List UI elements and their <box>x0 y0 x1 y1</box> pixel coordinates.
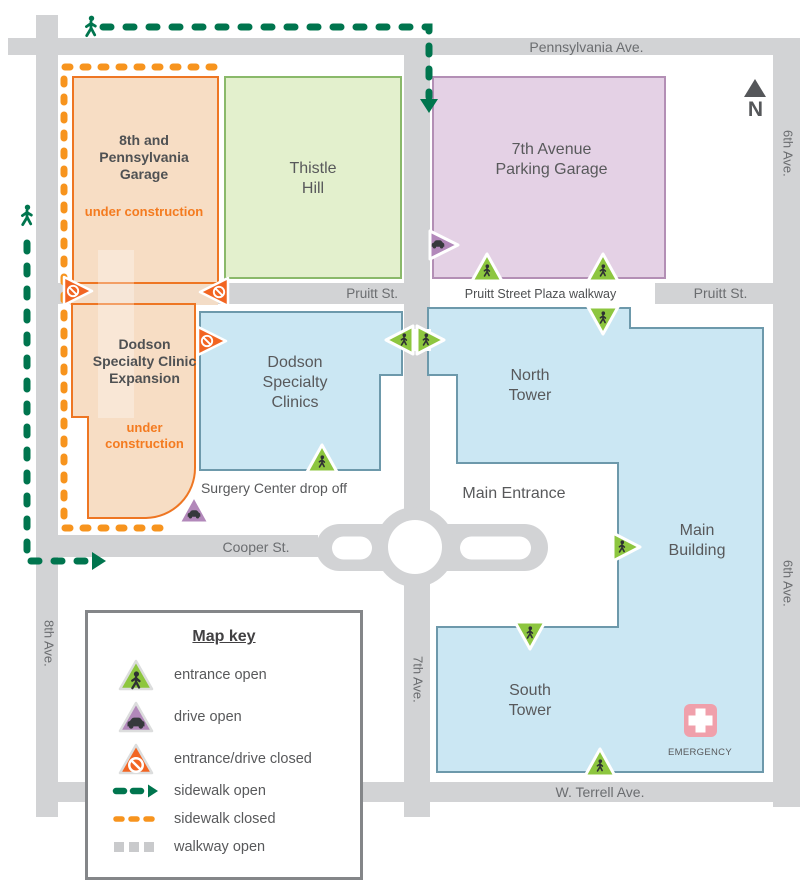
label-surgery-dropoff: Surgery Center drop off <box>200 480 348 496</box>
label-main-entrance: Main Entrance <box>462 485 566 502</box>
entrance-drive-closed-icon-pruitt-west <box>62 275 94 307</box>
label-emergency: EMERGENCY <box>668 747 732 758</box>
entrance-open-icon-crossing-west <box>384 324 415 356</box>
covered-walkway-strip <box>98 250 134 418</box>
walkway-open-icon <box>110 841 162 853</box>
key-label-walkway-open: walkway open <box>174 839 266 855</box>
entrance-drive-closed-icon-pruitt-east <box>198 276 230 308</box>
street-6th-ave <box>773 55 800 807</box>
key-row-entrance-drive-closed: entrance/drive closed <box>88 740 360 777</box>
emergency-cross-icon <box>684 704 717 737</box>
street-label-6th-ave-bottom: 6th Ave. <box>780 560 796 607</box>
map-key-title: Map key <box>192 628 256 645</box>
key-label-sidewalk-closed: sidewalk closed <box>174 811 276 827</box>
main-entrance-roundabout <box>316 507 548 587</box>
entrance-drive-closed-icon-expansion-east <box>196 325 228 357</box>
key-row-sidewalk-closed: sidewalk closed <box>88 811 360 827</box>
building-label-clinic-expansion: Dodson Specialty Clinic Expansion <box>92 336 197 386</box>
drive-open-icons <box>177 229 460 525</box>
building-clinic-expansion <box>71 303 196 519</box>
entrance-open-icon-north-tower-top <box>586 305 620 336</box>
building-main-complex <box>427 307 764 773</box>
label-plaza-walkway: Pruitt Street Plaza walkway <box>464 287 617 301</box>
building-label-dodson-clinics: Dodson Specialty Clinics <box>262 354 328 411</box>
key-label-entrance-open: entrance open <box>174 666 267 683</box>
building-label-thistle-hill: Thistle Hill <box>289 160 337 197</box>
entrance-open-icon-south-tower-south <box>583 747 617 778</box>
key-row-drive-open: drive open <box>88 698 360 735</box>
sidewalk-arrow-down-icon <box>420 99 438 113</box>
building-7th-ave-garage <box>432 76 666 279</box>
street-8th-ave <box>36 15 58 817</box>
building-label-north-tower: North Tower <box>508 367 552 404</box>
street-label-8th-ave: 8th Ave. <box>41 620 57 667</box>
building-label-main-building: Main Building <box>668 522 726 559</box>
map-key-panel: Map key entrance open drive open <box>85 610 363 880</box>
entrance-open-icon-crossing-east <box>415 324 446 356</box>
street-pruitt-east <box>655 283 800 304</box>
street-7th-ave <box>404 55 430 817</box>
key-label-sidewalk-open: sidewalk open <box>174 783 266 799</box>
walking-person-left-icon <box>20 203 33 227</box>
street-label-cooper: Cooper St. <box>222 539 290 555</box>
entrance-open-icon-dodson-south <box>305 443 339 474</box>
street-cooper <box>36 535 318 557</box>
status-label-8th-penn-garage: under construction <box>84 204 204 219</box>
closed-icons <box>62 275 230 357</box>
building-label-south-tower: South Tower <box>508 682 552 719</box>
sidewalk-arrow-right-icon <box>92 552 106 570</box>
drive-open-icon-garage7 <box>428 229 460 261</box>
construction-zone-street-strip <box>70 283 218 305</box>
key-row-entrance-open: entrance open <box>88 656 360 693</box>
drive-open-icon <box>110 698 162 735</box>
entrance-drive-closed-icon <box>110 740 162 777</box>
entrance-open-icon-main-west <box>611 531 642 563</box>
entrance-open-icons <box>305 252 642 778</box>
entrance-open-icon-south-tower-top <box>513 620 547 651</box>
compass-north-label: N <box>747 98 764 121</box>
sidewalk-open-path-top <box>99 23 433 101</box>
street-label-6th-ave-top: 6th Ave. <box>780 130 796 177</box>
key-row-sidewalk-open: sidewalk open <box>88 783 360 799</box>
street-label-pruitt-west: Pruitt St. <box>346 286 398 301</box>
street-label-pennsylvania: Pennsylvania Ave. <box>529 39 644 55</box>
building-8th-penn-garage <box>72 76 219 284</box>
street-label-pruitt-east: Pruitt St. <box>693 285 748 301</box>
sidewalk-closed-icon <box>110 813 162 825</box>
key-label-drive-open: drive open <box>174 708 242 725</box>
key-label-entrance-drive-closed: entrance/drive closed <box>174 750 312 767</box>
sidewalk-open-icon <box>110 783 162 799</box>
drive-open-icon-surgery-dropoff <box>177 494 211 525</box>
building-dodson-clinics <box>199 311 403 471</box>
street-label-terrell: W. Terrell Ave. <box>555 784 645 800</box>
building-thistle-hill <box>224 76 402 279</box>
entrance-open-icon <box>110 656 162 693</box>
entrance-open-icon-garage7-east <box>586 252 620 283</box>
status-label-clinic-expansion: under construction <box>105 420 184 451</box>
building-label-7th-ave-garage: 7th Avenue Parking Garage <box>495 141 608 178</box>
street-label-7th-ave: 7th Ave. <box>410 656 426 703</box>
building-label-8th-penn-garage: 8th and Pennsylvania Garage <box>99 132 189 182</box>
walking-person-top-icon <box>85 14 97 37</box>
entrance-open-icon-garage7-west <box>470 252 504 283</box>
north-arrow-icon <box>744 79 766 97</box>
key-row-walkway-open: walkway open <box>88 839 360 855</box>
street-pennsylvania-ave <box>8 38 800 55</box>
